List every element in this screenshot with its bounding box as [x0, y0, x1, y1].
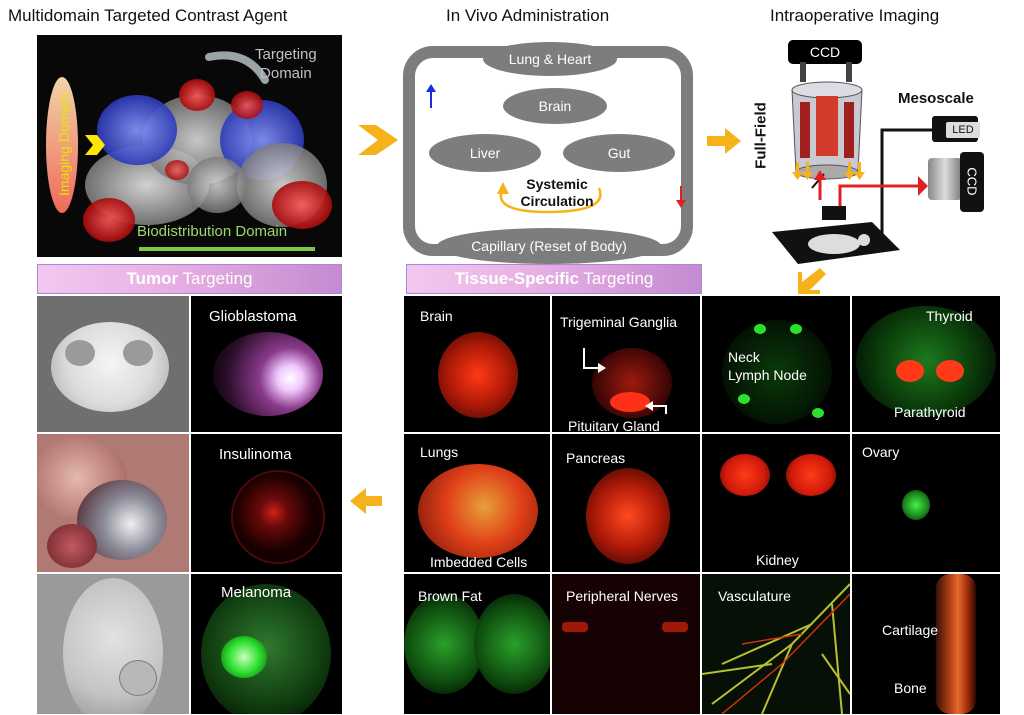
lungs-panel: Lungs Imbedded Cells	[404, 434, 550, 572]
insulinoma-label: Insulinoma	[219, 446, 292, 463]
full-field-label: Full-Field	[752, 102, 770, 169]
brain-node: Brain	[503, 88, 607, 124]
circulation-diagram: Lung & Heart Brain Liver Gut Capillary (…	[403, 42, 693, 264]
ovary-label: Ovary	[862, 444, 900, 460]
arrow-left-icon	[350, 488, 382, 514]
lens-icon	[928, 158, 962, 200]
imaging-setup: CCD Full-Field Mesoscale LED CCD	[750, 36, 1024, 266]
arrow-up-icon	[426, 84, 436, 108]
brain-panel: Brain	[404, 296, 550, 432]
administration-section-title: In Vivo Administration	[446, 6, 610, 25]
imaging-section-title: Intraoperative Imaging	[770, 6, 940, 25]
capillary-node: Capillary (Reset of Body)	[437, 228, 661, 264]
peripheral-nerves-panel: Peripheral Nerves	[552, 574, 700, 714]
full-field-imager-icon	[791, 62, 863, 180]
vasculature-label: Vasculature	[718, 588, 791, 604]
arrow-right-icon	[707, 128, 741, 154]
arrow-down-left-icon	[798, 268, 826, 294]
glioblastoma-brightfield	[37, 296, 189, 432]
glioblastoma-label: Glioblastoma	[209, 308, 297, 325]
cartilage-bone-panel: Cartilage Bone	[852, 574, 1000, 714]
thyroid-panel: Thyroid Parathyroid	[852, 296, 1000, 432]
pointer-arrow-icon	[645, 401, 667, 414]
vasculature-render	[702, 583, 850, 714]
imbedded-cells-label: Imbedded Cells	[430, 554, 528, 570]
agent-section-title: Multidomain Targeted Contrast Agent	[8, 6, 288, 25]
ccd-camera-top: CCD	[788, 40, 862, 64]
biodistribution-domain-label: Biodistribution Domain	[137, 223, 288, 240]
systemic-circulation-arrow-icon	[497, 182, 602, 214]
lung-heart-node: Lung & Heart	[483, 42, 617, 76]
glioblastoma-fluorescence: Glioblastoma	[191, 296, 342, 432]
targeting-domain-label: Targeting Domain	[255, 46, 317, 82]
ccd-camera-side: CCD	[960, 152, 984, 212]
gut-node: Gut	[563, 134, 675, 172]
led-label: LED	[946, 122, 980, 138]
mesoscale-label: Mesoscale	[898, 90, 974, 107]
kidney-panel: Kidney	[702, 434, 850, 572]
pointer-arrow-icon	[583, 348, 606, 373]
ovary-panel: Ovary	[852, 434, 1000, 572]
insulinoma-brightfield	[37, 434, 189, 572]
vasculature-panel: Vasculature	[702, 574, 850, 714]
pancreas-panel: Pancreas	[552, 434, 700, 572]
melanoma-fluorescence: Melanoma	[191, 574, 342, 714]
melanoma-brightfield	[37, 574, 189, 714]
trigeminal-label: Trigeminal Ganglia	[560, 314, 677, 330]
peripheral-nerves-label: Peripheral Nerves	[566, 588, 679, 604]
pancreas-label: Pancreas	[566, 450, 626, 466]
brown-fat-panel: Brown Fat	[404, 574, 550, 714]
brown-fat-label: Brown Fat	[418, 588, 482, 604]
melanoma-label: Melanoma	[221, 584, 292, 601]
thyroid-label: Thyroid	[926, 308, 973, 324]
chevron-right-icon	[358, 125, 398, 155]
lungs-label: Lungs	[420, 444, 459, 460]
molecule-panel: Imaging Domain Targeting Domain Biodistr…	[37, 35, 342, 257]
liver-node: Liver	[429, 134, 541, 172]
kidney-label: Kidney	[756, 552, 799, 568]
bone-label: Bone	[894, 680, 927, 696]
imaging-domain-label: Imaging Domain	[56, 94, 72, 196]
molecule-render	[46, 51, 332, 251]
brain-label: Brain	[420, 308, 453, 324]
tissue-targeting-header: Tissue-Specific Targeting	[406, 264, 702, 294]
pituitary-label: Pituitary Gland	[568, 418, 660, 432]
systemic-circulation-label: Systemic Circulation	[520, 176, 594, 209]
light-down-arrows-icon	[792, 162, 865, 180]
cartilage-label: Cartilage	[882, 622, 939, 638]
tumor-targeting-header: Tumor Targeting	[37, 264, 342, 294]
parathyroid-label: Parathyroid	[894, 404, 966, 420]
mouse-stage-icon	[772, 206, 900, 264]
arrow-down-icon	[676, 186, 686, 208]
insulinoma-fluorescence: Insulinoma	[191, 434, 342, 572]
trigeminal-panel: Trigeminal Ganglia Pituitary Gland	[552, 296, 700, 432]
